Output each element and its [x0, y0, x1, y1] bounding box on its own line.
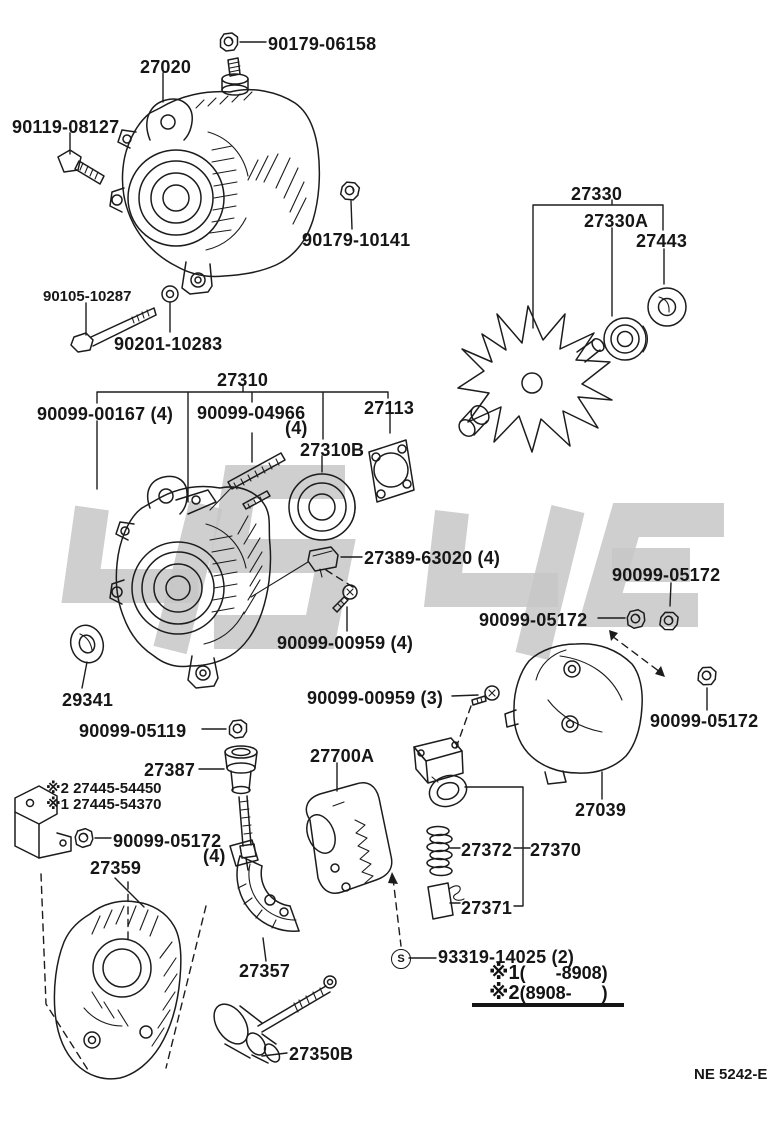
- label-93319-14025: 93319-14025 (2): [438, 947, 575, 967]
- through-bolt-insulator-drawing: [213, 975, 337, 1064]
- footnote-range-1: ( -8908): [519, 963, 608, 983]
- label-90099-00959-4: 90099-00959 (4): [277, 633, 414, 653]
- footnote-line-2: ※2(8908- ): [489, 983, 608, 1004]
- label-90099-00959-3: 90099-00959 (3): [307, 688, 444, 708]
- label-27389-63020: 27389-63020 (4): [364, 548, 501, 568]
- watermark: [61, 465, 724, 661]
- rear-bearing-drawing: [603, 317, 649, 361]
- brush-spring-drawing: [426, 825, 453, 877]
- insulator-cap-drawing: [224, 745, 258, 795]
- label-27330a: 27330A: [584, 211, 649, 231]
- label-90201-10283: 90201-10283: [114, 334, 223, 354]
- footnote-range-2: (8908- ): [519, 983, 608, 1003]
- washer-90201-10283-drawing: [161, 285, 179, 303]
- screw-00959-3-drawing: [471, 685, 500, 706]
- label-27387: 27387: [144, 760, 196, 780]
- terminal-stud-drawing: [238, 795, 257, 871]
- screw-00959-4-drawing: [332, 584, 358, 613]
- dashed-lines: [40, 569, 665, 1071]
- label-27113: 27113: [364, 398, 415, 418]
- label-29341: 29341: [62, 690, 114, 710]
- footnote-mark-2: ※2: [489, 982, 520, 1004]
- label-27445-54370: ※1 27445-54370: [46, 796, 162, 813]
- rear-end-cover-drawing: [504, 642, 643, 785]
- sheet-code: NE 5242-E: [694, 1066, 768, 1083]
- label-90099-05172-a: 90099-05172: [612, 565, 721, 585]
- rectifier-holder-drawing: [229, 839, 300, 932]
- through-stud-drawing: [227, 452, 286, 510]
- label-27310: 27310: [217, 370, 269, 390]
- label-27445-54450: ※2 27445-54450: [46, 780, 162, 797]
- label-90099-04966: 90099-04966: [197, 403, 306, 423]
- drive-end-housing-drawing: [109, 475, 272, 689]
- label-27310b: 27310B: [300, 440, 365, 460]
- screw-symbol: S: [391, 949, 411, 969]
- label-27371: 27371: [461, 898, 513, 918]
- label-90105-10287: 90105-10287: [43, 288, 132, 305]
- footnote-underline: [472, 1003, 624, 1007]
- label-27372: 27372: [461, 840, 513, 860]
- mount-bracket-drawing: [14, 785, 72, 859]
- bearing-retainer-drawing: [368, 439, 415, 503]
- nut-05172-d-drawing: [73, 826, 95, 850]
- label-90099-04966-qty: (4): [285, 418, 308, 438]
- rear-cover-drawing: [53, 900, 182, 1080]
- label-90119-08127: 90119-08127: [12, 117, 120, 137]
- regulator-drawing: [413, 737, 468, 808]
- label-27350b: 27350B: [289, 1044, 354, 1064]
- alternator-assembly-drawing: [109, 57, 321, 295]
- label-90179-10141: 90179-10141: [302, 230, 411, 250]
- label-27700a: 27700A: [310, 746, 375, 766]
- leader-lines: [69, 41, 708, 1057]
- brush-drawing: [427, 882, 465, 920]
- terminal-insulator-drawing: [250, 546, 339, 598]
- label-27039: 27039: [575, 800, 627, 820]
- nut-90179-06158-drawing: [219, 32, 239, 52]
- nut-05119-drawing: [228, 719, 248, 739]
- label-90099-05172-d-qty: (4): [203, 846, 226, 866]
- label-90099-05119: 90099-05119: [79, 721, 187, 741]
- label-90099-05172-c: 90099-05172: [650, 711, 759, 731]
- washer-29341-drawing: [69, 624, 105, 664]
- label-27370: 27370: [530, 840, 582, 860]
- bearing-cover-drawing: [647, 287, 687, 327]
- footnote-mark-1: ※1: [489, 962, 520, 984]
- label-90099-05172-d: 90099-05172: [113, 831, 222, 851]
- label-27359: 27359: [90, 858, 142, 878]
- label-90099-05172-b: 90099-05172: [479, 610, 588, 630]
- label-90179-06158: 90179-06158: [268, 34, 377, 54]
- label-27357: 27357: [239, 961, 291, 981]
- terminal-cover-drawing: [305, 782, 393, 894]
- label-90099-00167: 90099-00167 (4): [37, 404, 174, 424]
- front-bearing-drawing: [288, 473, 356, 541]
- nut-90179-10141-drawing: [339, 179, 361, 203]
- rotor-drawing: [457, 305, 613, 453]
- bolt-90119-08127-drawing: [57, 149, 105, 185]
- nut-05172-c-drawing: [696, 665, 718, 687]
- label-27443: 27443: [636, 231, 688, 251]
- label-27330: 27330: [571, 184, 623, 204]
- label-27020: 27020: [140, 57, 192, 77]
- footnote-line-1: ※1( -8908): [489, 963, 608, 984]
